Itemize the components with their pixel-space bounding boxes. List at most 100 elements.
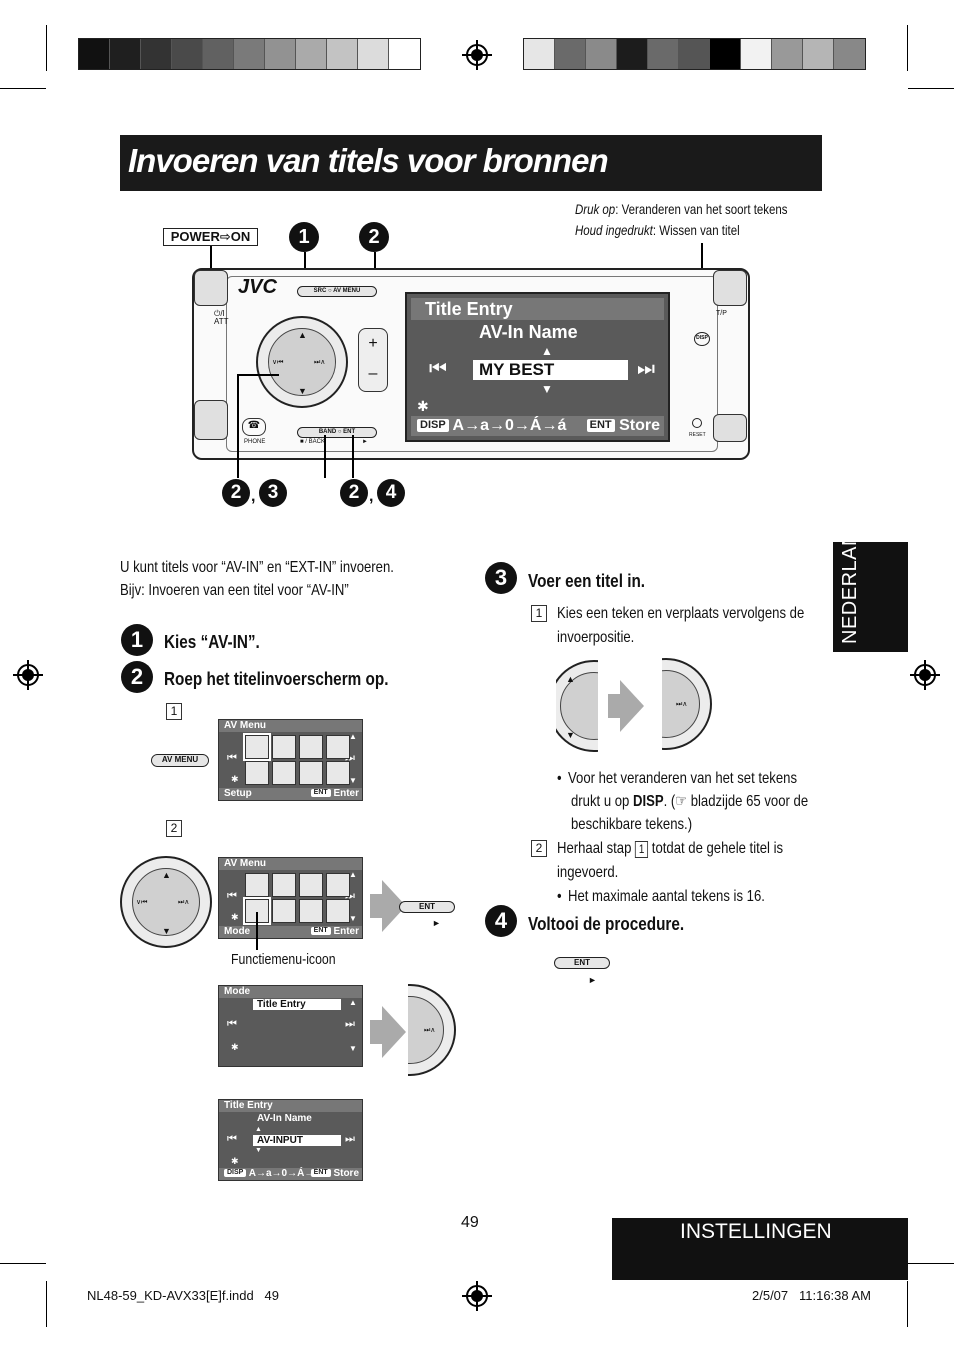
- intro-line-1: U kunt titels voor “AV-IN” en “EXT-IN” i…: [120, 559, 394, 576]
- power-label: POWER⇨ON: [163, 228, 258, 246]
- tp-label: T/P: [716, 310, 727, 317]
- screen-entry-field: MY BEST: [473, 360, 628, 380]
- bullet: •: [557, 770, 562, 787]
- reset-label: RESET: [689, 432, 706, 438]
- mode-screen: Mode Title Entry ⏮ ⏭ ▲ ▼ ✱: [218, 985, 363, 1067]
- registration-mark-icon: [910, 660, 940, 690]
- eject-button[interactable]: [194, 400, 228, 440]
- leader-line: [237, 374, 239, 478]
- crop-mark: [907, 1281, 908, 1327]
- crop-mark: [0, 1263, 46, 1264]
- section-label-box: INSTELLINGEN: [612, 1218, 908, 1280]
- control-dial[interactable]: ▲ ▼ ∨⏮ ⏭∧: [256, 316, 348, 408]
- ent-button[interactable]: ENT: [399, 901, 455, 913]
- substep-box: 1: [166, 703, 182, 720]
- step-3-title: Voer een titel in.: [528, 571, 646, 591]
- registration-mark-icon: [462, 1281, 492, 1311]
- menu-icon-grid: [243, 873, 350, 925]
- brand-logo: JVC: [238, 276, 277, 298]
- control-dial[interactable]: ▲ ▼ ∨⏮ ⏭∧: [120, 856, 212, 948]
- arrow-right-icon: [608, 680, 644, 732]
- title-entry-screen: Title Entry AV-In Name ▲ ⏮ AV-INPUT ⏭ ▼ …: [218, 1099, 363, 1181]
- crop-mark: [908, 1263, 954, 1264]
- dial-half: ▲ ▼: [556, 660, 598, 752]
- step-1-title: Kies “AV-IN”.: [164, 632, 260, 652]
- registration-mark-icon: [462, 40, 492, 70]
- crop-mark: [46, 1281, 47, 1327]
- phone-button[interactable]: ☎: [242, 418, 266, 436]
- step3-bullet1-b: drukt u op DISP. (☞ bladzijde 65 voor de: [571, 793, 809, 810]
- band-ent-button[interactable]: BAND ○ ENT: [297, 427, 377, 438]
- step3-bullet1-a: Voor het veranderen van het set tekens: [568, 770, 798, 787]
- color-bar-left: [78, 38, 421, 70]
- step3-bullet2: Het maximale aantal tekens is 16.: [568, 888, 765, 905]
- leader-line: [352, 435, 354, 478]
- right-top-button[interactable]: [713, 270, 747, 306]
- screen-subtitle: AV-In Name: [479, 322, 578, 342]
- play-label: ►: [362, 439, 368, 445]
- callout-number-3: 3: [259, 479, 287, 507]
- page-title: Invoeren van titels voor bronnen: [128, 142, 609, 179]
- screen-arrow-up-icon: ▲: [541, 344, 553, 358]
- bluetooth-icon: ✱: [417, 398, 429, 414]
- leader-line: [256, 912, 258, 950]
- step-number-2: 2: [121, 661, 153, 693]
- crop-mark: [908, 88, 954, 89]
- intro-line-2: Bijv: Invoeren van een titel voor “AV-IN…: [120, 582, 349, 599]
- step-number-1: 1: [121, 624, 153, 656]
- next-track-icon: ⏭: [637, 358, 655, 380]
- crop-mark: [46, 25, 47, 71]
- reset-button[interactable]: [692, 418, 702, 428]
- callout-press: Druk op: Veranderen van het soort tekens: [575, 201, 788, 217]
- step3-sub1-text-a: Kies een teken en verplaats vervolgens d…: [557, 605, 805, 622]
- dial-half: ⏭∧: [662, 658, 712, 750]
- prev-track-icon: ⏮: [429, 358, 447, 380]
- comma: ,: [251, 488, 256, 505]
- step-number-4: 4: [485, 905, 517, 937]
- att-label: ⏻/I ATT: [214, 309, 229, 326]
- step-2-title: Roep het titelinvoerscherm op.: [164, 669, 389, 689]
- volume-rocker[interactable]: +–: [358, 328, 388, 392]
- callout-number-2: 2: [222, 479, 250, 507]
- dial-half: ⏭∧: [408, 984, 456, 1076]
- screen-arrow-down-icon: ▼: [541, 382, 553, 396]
- screen-footer: DISP A→a→0→Á→á ENT Store: [411, 416, 664, 436]
- step3-sub2-text-b: ingevoerd.: [557, 864, 619, 881]
- step-4-title: Voltooi de procedure.: [528, 914, 685, 934]
- screen-header: Title Entry: [411, 298, 664, 320]
- src-av-menu-button[interactable]: SRC ○ AV MENU: [297, 286, 377, 297]
- callout-number-2: 2: [340, 479, 368, 507]
- step3-bullet1-c: beschikbare tekens.): [571, 816, 693, 833]
- language-tab: NEDERLANDS: [833, 502, 908, 652]
- substep-box: 2: [531, 840, 547, 857]
- callout-number-4: 4: [377, 479, 405, 507]
- page-number: 49: [461, 1214, 479, 1231]
- disp-button[interactable]: DISP: [694, 332, 710, 346]
- back-label: ■ / BACK: [300, 439, 325, 445]
- page-title-bar: Invoeren van titels voor bronnen: [120, 135, 822, 191]
- step3-sub2-text-a: Herhaal stap 1 totdat de gehele titel is: [557, 840, 784, 858]
- bullet: •: [557, 888, 562, 905]
- av-menu-button[interactable]: AV MENU: [151, 754, 209, 767]
- color-bar-right: [523, 38, 866, 70]
- registration-mark-icon: [13, 660, 43, 690]
- ent-button[interactable]: ENT: [554, 957, 610, 969]
- leader-line: [237, 374, 279, 376]
- callout-number-2: 2: [359, 222, 389, 252]
- substep-box: 2: [166, 820, 182, 837]
- leader-line: [324, 435, 326, 478]
- phone-label: PHONE: [244, 439, 266, 445]
- slug-file: NL48-59_KD-AVX33[E]f.indd 49: [87, 1288, 279, 1303]
- play-icon: ►: [588, 975, 597, 985]
- play-icon: ►: [432, 918, 441, 928]
- arrow-right-icon: [370, 1006, 406, 1058]
- step3-sub1-text-b: invoerpositie.: [557, 629, 635, 646]
- substep-box: 1: [531, 605, 547, 622]
- callout-hold: Houd ingedrukt: Wissen van titel: [575, 222, 740, 238]
- crop-mark: [0, 88, 46, 89]
- display-screen: Title Entry AV-In Name ▲ ⏮ MY BEST ⏭ ▼ ✱…: [405, 292, 670, 442]
- right-bottom-button[interactable]: [713, 414, 747, 442]
- power-button[interactable]: [194, 270, 228, 306]
